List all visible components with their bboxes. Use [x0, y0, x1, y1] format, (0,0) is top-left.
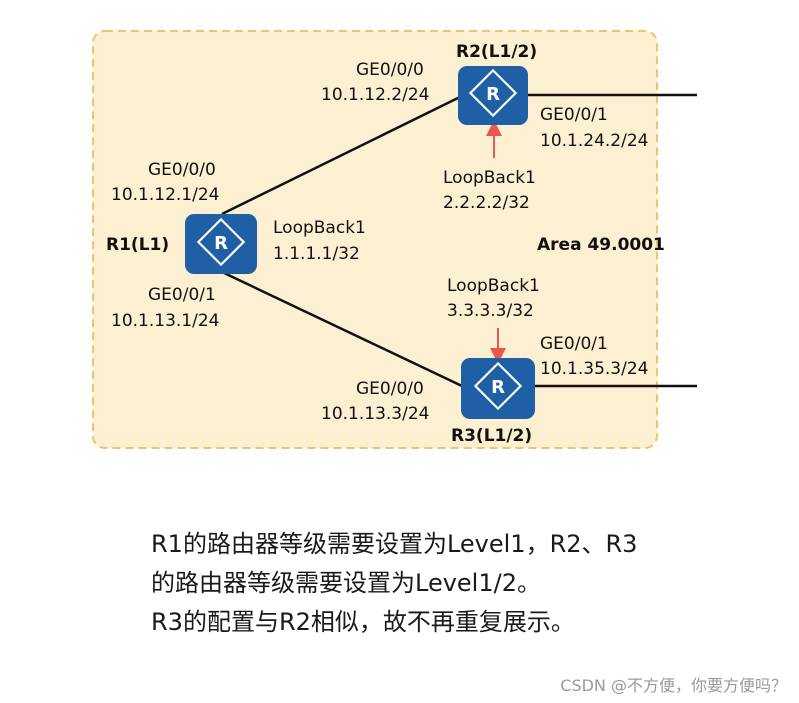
r2-ge001-ip: 10.1.24.2/24: [540, 131, 648, 151]
note-line-3: R3的配置与R2相似，故不再重复展示。: [151, 608, 575, 636]
note-line-1: R1的路由器等级需要设置为Level1，R2、R3: [151, 530, 638, 558]
link-r1-r3: [221, 270, 463, 388]
router-r1-icon: R: [185, 214, 257, 274]
router-glyph: R: [214, 233, 228, 254]
r1-ge000-name: GE0/0/0: [148, 160, 216, 180]
router-r2-label: R2(L1/2): [456, 42, 537, 62]
area-box: [92, 30, 658, 449]
router-glyph: R: [491, 377, 505, 398]
link-r1-r2: [221, 94, 463, 216]
r1-ge001-ip: 10.1.13.1/24: [111, 311, 219, 331]
router-r2-icon: R: [458, 66, 528, 125]
r2-loopback-name: LoopBack1: [443, 168, 536, 188]
r3-loopback-name: LoopBack1: [447, 276, 540, 296]
r1-ge001-name: GE0/0/1: [148, 285, 216, 305]
r3-ge000-ip: 10.1.13.3/24: [321, 404, 429, 424]
r1-loopback-ip: 1.1.1.1/32: [273, 244, 360, 264]
r2-loopback-ip: 2.2.2.2/32: [443, 193, 530, 213]
source-credit: CSDN @不方便，你要方便吗？: [560, 676, 787, 695]
r3-ge001-ip: 10.1.35.3/24: [540, 359, 648, 379]
r2-ge000-name: GE0/0/0: [356, 60, 424, 80]
r3-ge000-name: GE0/0/0: [356, 379, 424, 399]
r1-loopback-name: LoopBack1: [273, 218, 366, 238]
area-label: Area 49.0001: [537, 235, 665, 255]
router-r3-icon: R: [461, 358, 535, 419]
note-line-2: 的路由器等级需要设置为Level1/2。: [151, 569, 541, 597]
r3-loopback-ip: 3.3.3.3/32: [447, 301, 534, 321]
r1-ge000-ip: 10.1.12.1/24: [111, 185, 219, 205]
router-r1-label: R1(L1): [106, 235, 169, 255]
r2-ge001-name: GE0/0/1: [540, 105, 608, 125]
r2-ge000-ip: 10.1.12.2/24: [321, 85, 429, 105]
router-glyph: R: [486, 84, 500, 105]
r3-ge001-name: GE0/0/1: [540, 334, 608, 354]
router-r3-label: R3(L1/2): [451, 426, 532, 446]
